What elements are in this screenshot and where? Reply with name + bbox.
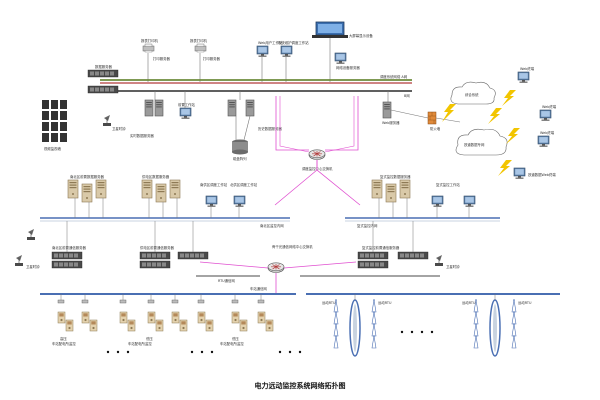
dispatch-net-label: 调度系统网络 A网 — [380, 74, 408, 79]
web-terminal-icon — [513, 167, 526, 180]
printer-2-sub-label: 打印服务器 — [203, 56, 221, 61]
sub-a-1-label: 高压 — [60, 336, 67, 341]
rtu-label-4: 远动RTU — [518, 300, 532, 305]
right-server-group — [371, 179, 411, 203]
web-terminal-4-label: 铁道数据Web终端 — [528, 172, 556, 177]
rtu-bus-label: RTU通信网 — [218, 278, 235, 283]
gps-clock-icon — [102, 114, 112, 127]
data-server-label: 数据服务器 — [95, 64, 113, 69]
right-frontend-rack — [357, 251, 429, 269]
rtu-ring-left — [333, 298, 377, 357]
video-wall-label: 视频监视墙 — [44, 146, 62, 151]
maint-workstation-icon — [280, 45, 293, 58]
data-server-rack — [87, 69, 119, 78]
realtime-server-icon — [144, 99, 154, 117]
realtime-server-icon — [154, 99, 164, 117]
printer-2-label: 报表打印机 — [190, 38, 208, 43]
web-terminal-icon — [539, 109, 552, 122]
right-ws-label: 复式监控工作站 — [436, 182, 460, 187]
wireless-bolt-icon — [442, 90, 520, 176]
system-cloud-label: 综合系统 — [465, 92, 479, 97]
rtu-label-3: 远动RTU — [462, 300, 476, 305]
network-device-icon — [334, 52, 347, 65]
big-screen-display — [312, 21, 348, 38]
web-terminal-3-label: Web终端 — [540, 130, 555, 135]
history-server-icon — [227, 99, 237, 117]
web-terminal-2-label: Web终端 — [542, 104, 557, 109]
core-switch-label: 调度监控中心交换机 — [302, 166, 333, 171]
web-server-icon — [382, 101, 392, 119]
core-switch-icon — [308, 149, 326, 160]
web-terminal-icon — [537, 135, 550, 148]
mid-server-group — [141, 179, 181, 203]
gps-clock-label: 卫星时钟 — [112, 126, 126, 131]
left-ring-label: 南北区监控内网 — [260, 223, 284, 228]
web-workstation-icon — [256, 45, 269, 58]
left-server-group — [67, 179, 107, 203]
net-b-label: B网 — [404, 94, 410, 98]
gps-clock-left-icon — [26, 228, 36, 241]
web-server-label: Web服务器 — [382, 120, 400, 125]
gps-clock-left-icon — [14, 254, 24, 267]
left-ws-label: 南供区调度工作站 — [200, 182, 228, 187]
maint-workstation-label: 系统维护调度工作站 — [278, 40, 309, 45]
frontend-workstation-icon — [179, 107, 192, 120]
sub-b-2-label: 车站配电所监控 — [128, 341, 152, 346]
realtime-server-label: 实时数据服务器 — [130, 133, 154, 138]
rtu-label-1: 远动RTU — [322, 300, 336, 305]
history-server-icon — [245, 99, 255, 117]
internet-label: 铁道数据专网 — [464, 142, 485, 147]
right-fe-label: 复式监控前置通信服务器 — [362, 245, 400, 250]
comm-switch-label: 骨干光通信网络中心交换机 — [272, 244, 313, 249]
right-workstation-icon — [463, 195, 476, 208]
printer-icon — [142, 43, 155, 53]
right-workstation-icon — [431, 195, 444, 208]
data-server-rack — [87, 85, 119, 94]
internet-cloud — [455, 128, 508, 156]
big-screen-label: 大屏幕显示设备 — [349, 33, 373, 38]
left-servers-label: 南北区前置数据服务器 — [70, 174, 105, 179]
disk-array-icon — [232, 139, 248, 155]
sub-a-2-label: 车站配电所监控 — [52, 341, 76, 346]
system-cloud — [450, 81, 496, 105]
sub-c-2-label: 车站配电所监控 — [220, 341, 244, 346]
mid-frontend-rack — [139, 251, 209, 269]
mid-workstation-icon — [233, 195, 246, 208]
mid-fe-label: 供电区前置通信服务器 — [140, 245, 175, 250]
sub-c-1-label: 低压 — [232, 336, 239, 341]
right-ring-label: 复式监控内网 — [357, 223, 378, 228]
history-server-label: 历史数据服务器 — [258, 126, 282, 131]
web-terminal-1-label: Web终端 — [520, 66, 535, 71]
disk-array-label: 磁盘阵列 — [233, 156, 247, 161]
web-terminal-icon — [517, 71, 530, 84]
substation-bus-label: 车站通信网 — [250, 286, 268, 291]
rtu-ring-right — [473, 298, 517, 357]
rtu-label-2: 远动RTU — [378, 300, 392, 305]
frontend-workstation-label: 前置工作站 — [178, 102, 196, 107]
gps-left-label: 卫星时钟 — [26, 264, 40, 269]
printer-icon — [194, 43, 207, 53]
sub-b-1-label: 低压 — [146, 336, 153, 341]
mid-servers-label: 供电区数据服务器 — [142, 174, 170, 179]
web-workstation-label: Web用户工作站 — [258, 40, 283, 45]
gps-clock-right-icon — [434, 254, 444, 267]
substation-rtu-group — [57, 299, 274, 332]
printer-1-sub-label: 打印服务器 — [153, 56, 171, 61]
mid-ws-label: 北供区调度工作站 — [230, 182, 258, 187]
right-servers-label: 复式监控数据服务器 — [380, 174, 411, 179]
firewall-icon — [427, 111, 437, 125]
left-frontend-rack — [51, 251, 83, 269]
more-dots — [106, 330, 434, 354]
left-fe-label: 南北区前置通信服务器 — [52, 245, 87, 250]
gps-right-label: 卫星时钟 — [446, 264, 460, 269]
video-wall — [42, 100, 67, 142]
page-title: 电力远动监控系统网络拓扑图 — [255, 381, 346, 390]
left-workstation-icon — [205, 195, 218, 208]
network-device-label: 网络设备服务器 — [336, 65, 360, 70]
printer-1-label: 报表打印机 — [141, 38, 159, 43]
comm-switch-icon — [267, 262, 285, 273]
firewall-label: 防火墙 — [430, 126, 441, 131]
